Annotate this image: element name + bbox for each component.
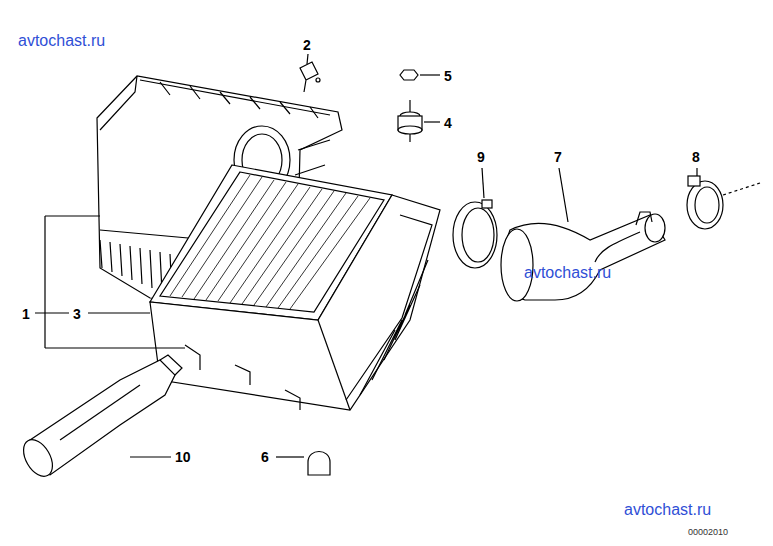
callout-number: 7 [554, 150, 562, 164]
callout-number: 8 [692, 150, 700, 164]
watermark: avtochast.ru [524, 265, 611, 281]
callout-number: 9 [477, 150, 485, 164]
callout-number: 4 [444, 116, 452, 130]
callout-number: 6 [261, 450, 269, 464]
drawing-code: 00002010 [688, 528, 728, 537]
watermark: avtochast.ru [624, 502, 711, 518]
callout-number: 2 [303, 38, 311, 52]
watermark: avtochast.ru [18, 33, 105, 49]
callout-number: 5 [444, 69, 452, 83]
callout-number: 1 [22, 307, 30, 321]
callout-number: 10 [175, 450, 191, 464]
callout-number: 3 [73, 307, 81, 321]
